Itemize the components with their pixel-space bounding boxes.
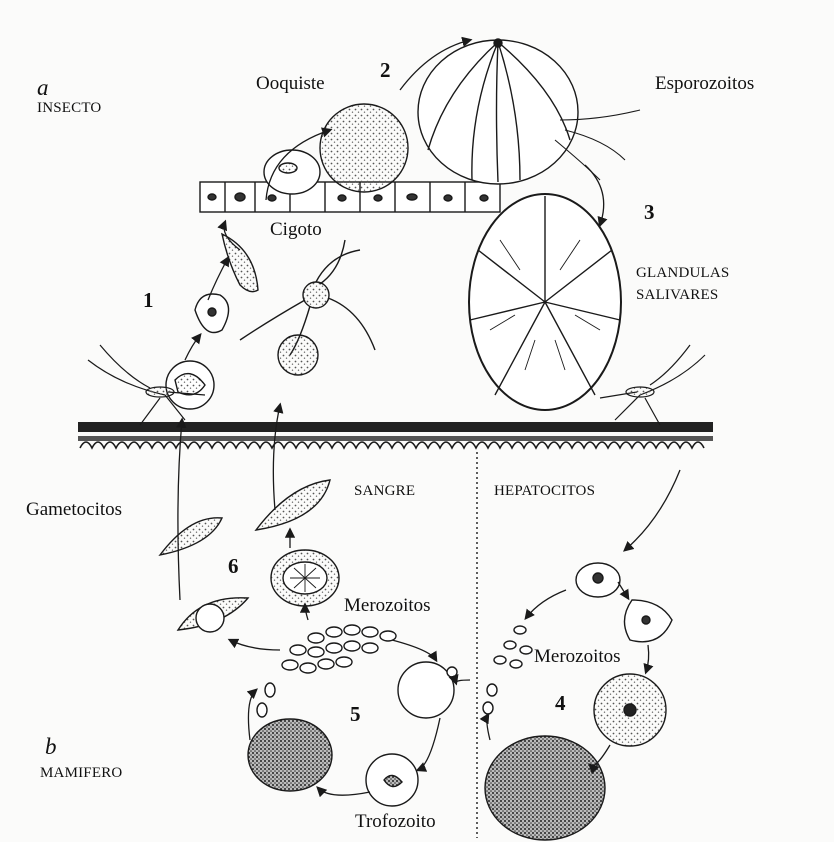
liver-region-label: HEPATOCITOS <box>494 484 595 499</box>
zygote-label: Cigoto <box>270 220 322 239</box>
oocyst-label: Ooquiste <box>256 74 325 93</box>
blood-schizont <box>248 719 332 791</box>
ring-erythrocyte <box>398 662 454 718</box>
sporozoites-label: Esporozoitos <box>655 74 754 93</box>
mosquito-icon <box>600 345 705 425</box>
salivary-gland <box>469 194 621 410</box>
step-number-3: 3 <box>644 202 655 223</box>
blood-merozoites-label: Merozoitos <box>344 596 431 615</box>
step-number-6: 6 <box>228 556 239 577</box>
step-number-4: 4 <box>555 693 566 714</box>
liver-schizont-mature <box>485 736 605 840</box>
liver-merozoites-label: Merozoitos <box>534 647 621 666</box>
skin-layer <box>78 422 713 448</box>
oocyst <box>320 104 408 192</box>
step-number-2: 2 <box>380 60 391 81</box>
glands-label-line2: SALIVARES <box>636 288 718 303</box>
macrogamete <box>278 335 318 375</box>
glands-label-line1: GLANDULAS <box>636 266 729 281</box>
step-number-1: 1 <box>143 290 154 311</box>
gametocytes-label: Gametocitos <box>26 500 122 519</box>
trophozoite-label: Trofozoito <box>355 812 436 831</box>
blood-region-label: SANGRE <box>354 484 415 499</box>
step-number-5: 5 <box>350 704 361 725</box>
insect-panel-letter: a <box>37 76 49 99</box>
mammal-panel-letter: b <box>45 735 57 758</box>
gametocyte-crescent <box>256 480 330 530</box>
insect-panel-title: INSECTO <box>37 101 101 116</box>
blood-merozoites <box>282 625 396 673</box>
ookinete <box>222 234 258 292</box>
mature-oocyst <box>418 39 640 184</box>
mammal-panel-title: MAMIFERO <box>40 766 122 781</box>
gametocyte-crescent <box>160 518 222 555</box>
liver-merozoites <box>483 626 532 714</box>
